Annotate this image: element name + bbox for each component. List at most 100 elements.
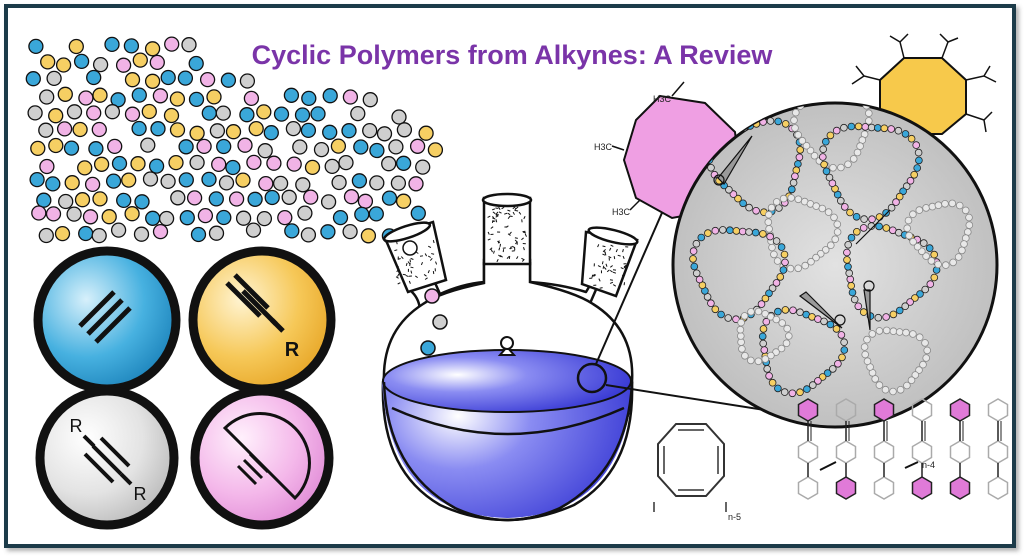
monomer-dot [31,205,47,221]
monosubstituted-alkyne-circle: R [188,246,336,394]
monomer-dot [338,154,354,171]
monomer-dot [92,87,108,103]
monomer-dot [266,155,282,171]
monomer-dot [350,105,366,122]
monomer-dot [158,210,175,227]
monomer-dot [218,175,235,191]
substituent-label-right: R [134,484,147,504]
monomer-dot [104,104,121,120]
monomer-dot [273,106,290,122]
monomer-dot [376,126,393,142]
monomer-dot [201,105,217,121]
monomer-dots [25,36,444,244]
monomer-dot [115,57,132,73]
acetylene-monomer-circle [33,246,181,394]
repeat-subscript: n-4 [922,460,935,470]
cyclic-alkyne-icon [222,412,311,501]
monomer-dot [257,143,273,159]
monomer-dot [418,125,434,141]
monomer-dot [110,222,127,238]
monomer-dot [40,54,56,70]
monomer-dot [168,154,184,171]
monomer-dot [341,123,357,139]
monomer-dot [39,158,55,175]
monomer-dot [181,37,197,53]
monomer-dot [152,88,169,104]
monomer-dot [381,190,398,206]
monomer-dot [111,155,128,172]
monomer-dot [322,124,338,140]
yellow-macrocycle [851,33,997,135]
monomer-dot [55,57,72,73]
monomer-dot [239,107,255,123]
monomer-dot [78,90,94,106]
monomer-dot [169,122,186,138]
methyl-label: H3C [653,94,672,104]
monomer-dot [243,90,260,107]
monomer-dot [170,190,186,206]
monomer-dot [246,154,262,171]
monomer-dot [91,121,107,138]
monomer-dot [188,55,204,72]
monomer-dot [36,192,52,208]
triple-bond-icon [82,434,133,486]
monomer-dot [57,86,73,102]
monomer-dot [357,193,374,209]
monomer-dot [343,189,360,205]
monomer-dot [409,138,426,154]
monomer-dot [281,189,297,205]
monomer-dot [390,175,407,191]
monomer-dot [235,210,252,226]
cyclic-polymer-rings [689,103,974,398]
monomer-dot [256,210,273,227]
monomer-dot [188,91,205,108]
monomer-dot [164,36,180,52]
monomer-dot [300,122,317,139]
monomer-dot [101,209,117,225]
monomer-dot [48,108,64,124]
triple-bond-icon [78,290,132,344]
monomer-dot [368,206,384,222]
monomer-dot [93,156,110,172]
monomer-dot [199,71,216,88]
monomer-dot [163,107,180,124]
magnified-polymer-view [671,101,999,429]
monomer-dot [25,71,41,87]
monomer-dot [196,138,212,155]
monomer-dot [220,72,237,88]
monomer-dot [121,172,137,188]
monomer-dot [86,105,102,121]
monomer-dot [66,206,82,222]
monomer-dot [107,138,123,155]
monomer-dot [208,225,225,241]
monomer-dot [342,223,358,240]
monomer-dot [45,206,62,222]
monomer-dot [320,194,337,210]
monomer-dot [30,140,46,157]
monomer-dot [216,209,232,226]
monomer-dot [150,121,166,137]
monomer-dot [77,160,93,176]
monomer-dot [332,209,349,226]
monomer-dot [297,205,313,221]
repeat-subscript: n-5 [728,512,741,522]
monomer-dot [39,89,55,105]
monomer-dot [310,106,326,122]
monomer-dot [148,158,165,174]
methyl-label: H3C [594,142,613,152]
monomer-dot [225,124,242,140]
monomer-dot [272,175,289,192]
monomer-dot [285,120,302,137]
monomer-dot [169,91,186,107]
monomer-dot [294,107,311,123]
monomer-dot [63,140,80,156]
monomer-dot [142,171,159,187]
monomer-dot [369,175,385,191]
monomer-dot [38,227,54,244]
monomer-dot [104,36,120,53]
monomer-dot [362,92,378,108]
monomer-dot [369,142,385,159]
monomer-dot [116,192,132,209]
monomer-dot [283,87,300,103]
